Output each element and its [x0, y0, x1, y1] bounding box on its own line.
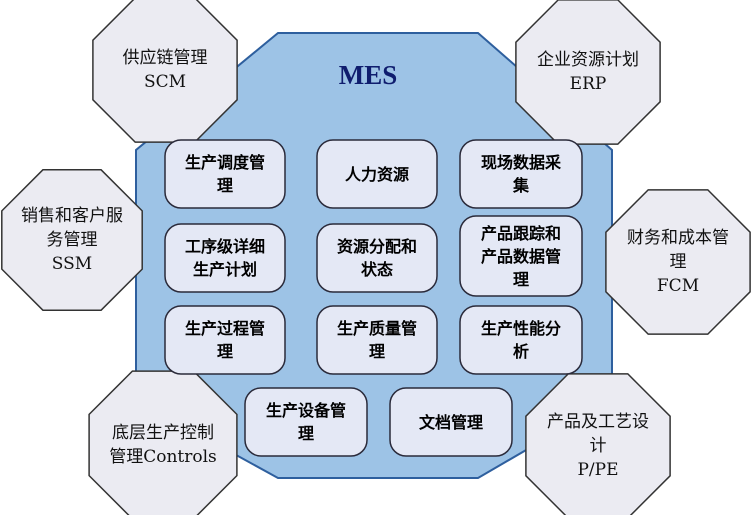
mes-module-box [316, 223, 438, 293]
outer-system-label: 供应链管理 SCM [93, 25, 237, 115]
outer-system-label: 产品及工艺设 计 P/PE [526, 401, 670, 491]
outer-system-name: 企业资源计划 [537, 50, 639, 70]
mes-module-box [316, 305, 438, 375]
mes-module-box [316, 139, 438, 209]
outer-system-abbr: ERP [569, 74, 607, 94]
mes-module-label: 生产调度管 理 [184, 153, 265, 195]
mes-module-box [459, 215, 583, 297]
mes-module-box [164, 223, 286, 293]
mes-module-label: 生产设备管 理 [265, 401, 346, 443]
outer-system-name: 产品及工艺设 计 [547, 412, 649, 456]
outer-system-name: 销售和客户服 务管理 [21, 206, 123, 250]
mes-module-box [164, 139, 286, 209]
outer-system-label: 销售和客户服 务管理 SSM [0, 195, 144, 285]
outer-system-abbr: P/PE [577, 460, 619, 480]
outer-system-abbr: SCM [143, 72, 187, 92]
outer-system-name: 底层生产控制 管理Controls [109, 423, 217, 467]
mes-module-box [459, 305, 583, 375]
mes-module-label: 生产质量管 理 [336, 319, 417, 361]
mes-module-box [459, 139, 583, 209]
mes-module-label: 资源分配和 状态 [336, 237, 417, 279]
mes-module-label: 现场数据采 集 [480, 153, 561, 195]
outer-system-octagon [525, 373, 671, 515]
mes-module-label: 生产性能分 析 [480, 319, 561, 361]
outer-system-name: 财务和成本管 理 [627, 228, 729, 272]
mes-module-label: 生产过程管 理 [184, 319, 265, 361]
mes-title: MES [338, 59, 398, 90]
mes-module-box [244, 387, 368, 457]
outer-system-octagon [605, 189, 751, 335]
outer-system-label: 底层生产控制 管理Controls [91, 400, 235, 490]
mes-module-box [164, 305, 286, 375]
mes-module-label: 工序级详细 生产计划 [184, 237, 265, 279]
mes-module-label: 产品跟踪和 产品数据管 理 [480, 223, 561, 289]
mes-module-box [389, 387, 513, 457]
outer-system-label: 财务和成本管 理 FCM [606, 217, 750, 307]
outer-system-octagon [1, 169, 143, 311]
outer-system-name: 供应链管理 [122, 48, 208, 68]
outer-system-octagon [88, 370, 238, 515]
outer-system-octagon [515, 0, 661, 145]
outer-system-abbr: FCM [656, 276, 700, 296]
outer-system-abbr: SSM [51, 254, 93, 274]
mes-module-label: 人力资源 [344, 164, 409, 184]
mes-module-label: 文档管理 [418, 412, 483, 432]
outer-system-label: 企业资源计划 ERP [516, 27, 660, 117]
